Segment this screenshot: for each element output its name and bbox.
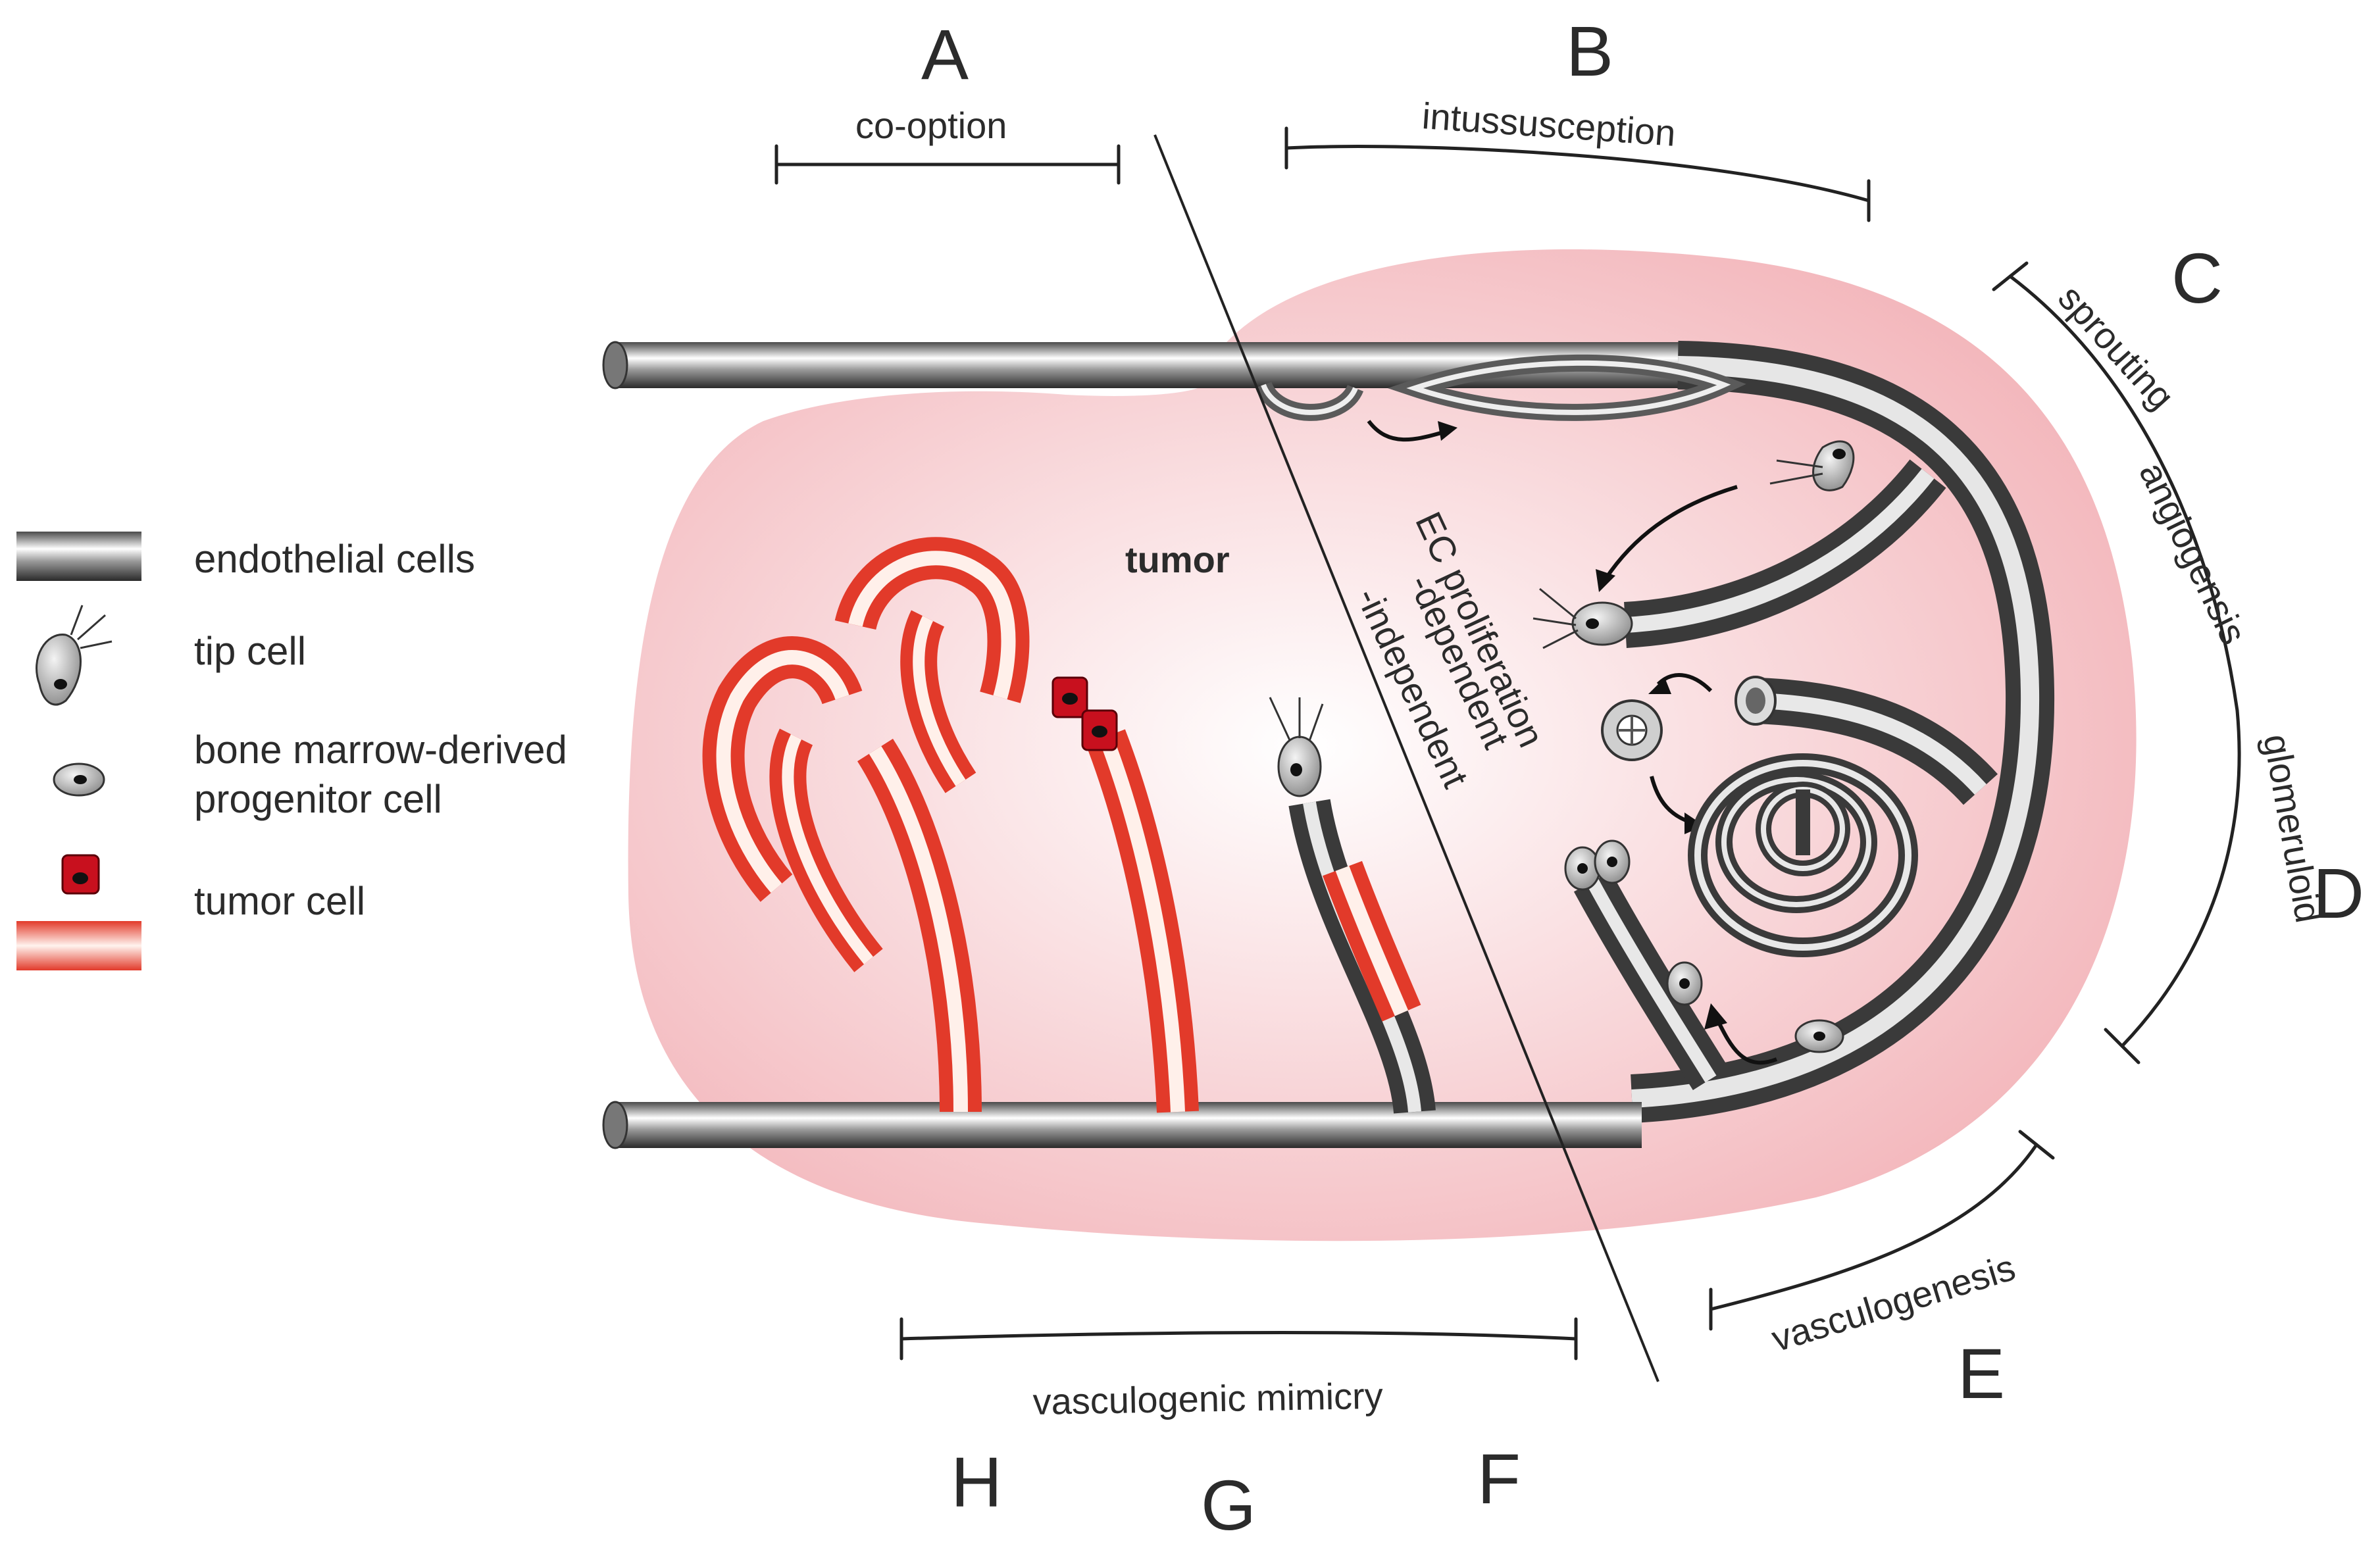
angiogensis-label: angiogensis xyxy=(2131,456,2255,651)
vasculogenic-mimicry-bracket xyxy=(899,1317,1578,1361)
tumor-vessel-icon xyxy=(16,921,141,970)
vasculogenesis-bracket xyxy=(1709,1130,2055,1331)
legend: endothelial cells tip cell bone marrow-d… xyxy=(16,532,567,970)
tumor-cell-icon xyxy=(61,854,100,895)
arrowhead xyxy=(1648,678,1671,694)
legend-item-tumor-cell: tumor cell xyxy=(16,854,365,970)
label-f: F xyxy=(1477,1439,1521,1518)
sprouting-vessel xyxy=(1624,459,1946,648)
legend-label-tumor-cell: tumor cell xyxy=(194,879,365,923)
tumor-mass xyxy=(628,249,2137,1241)
co-option-bracket xyxy=(774,144,1121,185)
intussusception-arrow xyxy=(1367,420,1448,442)
ec-proliferation-divider xyxy=(1153,134,1659,1382)
arrowhead xyxy=(1596,569,1615,592)
co-option-label: co-option xyxy=(855,105,1007,146)
progenitor-cells-cluster xyxy=(1564,839,1844,1053)
legend-item-endothelial: endothelial cells xyxy=(16,532,475,581)
intussusception-label: intussusception xyxy=(1421,95,1677,154)
intussusception-loop xyxy=(1255,354,1746,421)
progenitor-arrow xyxy=(1715,1018,1778,1065)
label-g: G xyxy=(1201,1465,1256,1545)
tip-cell-icon xyxy=(36,605,113,706)
legend-label-progenitor-2: progenitor cell xyxy=(194,777,442,821)
glomeruloid-body xyxy=(1688,753,1918,957)
legend-item-progenitor: bone marrow-derived progenitor cell xyxy=(53,728,567,821)
vasculogenesis-vessel xyxy=(1573,871,1729,1090)
label-h: H xyxy=(951,1442,1002,1522)
legend-label-tip-cell: tip cell xyxy=(194,629,306,673)
legend-label-progenitor-1: bone marrow-derived xyxy=(194,728,567,772)
vessel-cross-section xyxy=(1601,699,1663,761)
intussusception-bracket xyxy=(1284,126,1871,222)
legend-item-tip-cell: tip cell xyxy=(36,605,306,706)
vasculogenic-mimicry-label: vasculogenic mimicry xyxy=(1032,1375,1383,1422)
progenitor-cell-icon xyxy=(53,762,105,797)
tip-cell-arrow xyxy=(1604,485,1738,580)
glomeruloid-label: glomeruloid xyxy=(2256,731,2329,926)
open-sprout-vessel xyxy=(1734,676,1998,805)
mosaic-vessel xyxy=(1288,799,1436,1114)
tip-cell-mosaic xyxy=(1269,697,1324,797)
legend-label-endothelial: endothelial cells xyxy=(194,537,475,581)
main-vessel xyxy=(602,341,2055,1149)
endothelial-tube-icon xyxy=(16,532,141,581)
arrowhead xyxy=(1704,1003,1727,1030)
label-c: C xyxy=(2171,238,2223,318)
label-b: B xyxy=(1566,11,1613,91)
tip-cell xyxy=(1532,588,1633,649)
arrowhead xyxy=(1438,421,1457,441)
label-e: E xyxy=(1958,1334,2005,1413)
sprouting-angiogenesis-bracket xyxy=(1992,261,2239,712)
sprouting-label: sprouting xyxy=(2050,277,2183,417)
tumor-cells xyxy=(1051,676,1118,751)
tip-cell-migrating xyxy=(1769,440,1855,491)
glomeruloid-bracket xyxy=(2104,709,2241,1064)
mimicry-vessels xyxy=(702,537,1199,1113)
label-a: A xyxy=(921,14,969,94)
label-d: D xyxy=(2313,853,2364,933)
tumor-label: tumor xyxy=(1125,539,1230,580)
